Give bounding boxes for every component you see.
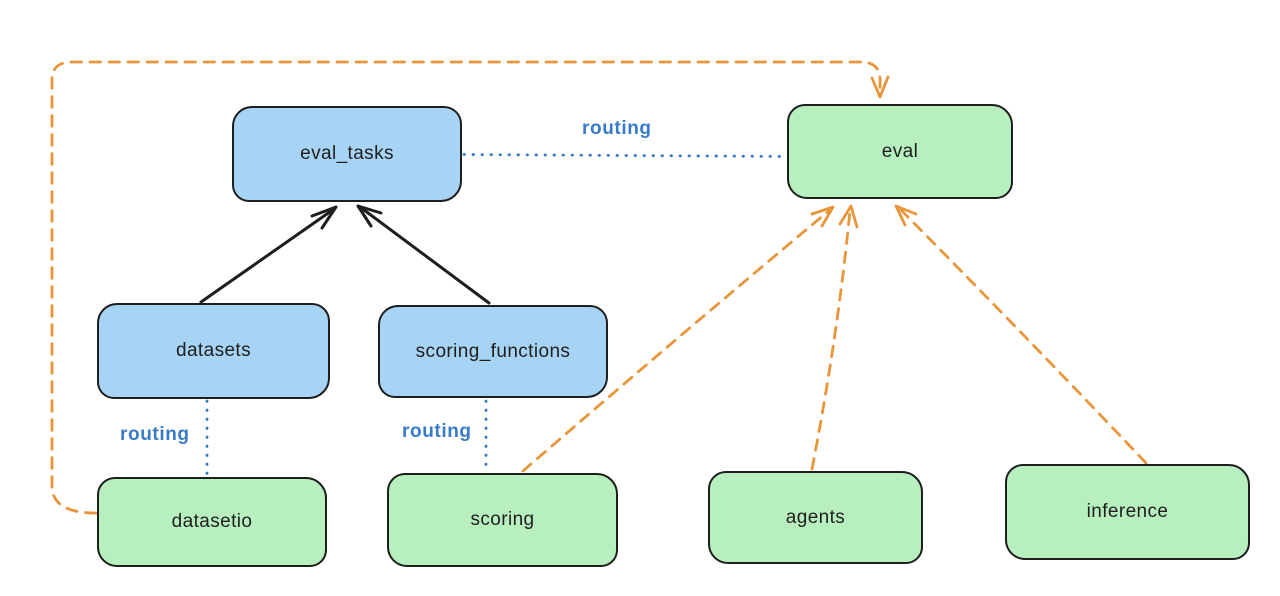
arrowhead-agents-to-eval (838, 204, 859, 229)
edge-label-routing-scoringfunctions-scoring: routing (402, 421, 472, 442)
node-inference: inference (1005, 464, 1250, 560)
arrowhead-inference-to-eval (894, 204, 918, 227)
node-agents-label: agents (785, 506, 846, 528)
node-agents: agents (708, 471, 923, 564)
arrowhead-scoringfunctions-to-evaltasks (356, 204, 383, 228)
node-eval: eval (787, 104, 1013, 199)
node-eval-tasks: eval_tasks (232, 106, 462, 202)
arrowhead-datasetio-to-eval (870, 75, 890, 99)
node-scoring-label: scoring (470, 509, 535, 530)
node-scoring-functions: scoring_functions (378, 305, 608, 398)
node-datasetio-label: datasetio (171, 511, 253, 532)
edge-label-routing-datasets-datasetio: routing (120, 424, 190, 445)
node-scoring-functions-label: scoring_functions (415, 340, 571, 362)
node-eval-tasks-label: eval_tasks (300, 143, 394, 164)
node-datasets: datasets (97, 303, 330, 399)
edge-agents-to-eval (810, 208, 852, 471)
node-inference-label: inference (1086, 501, 1169, 522)
edge-scoringfunctions-to-evaltasks (358, 205, 491, 305)
edge-datasets-to-evaltasks (199, 207, 336, 304)
edge-evaltasks-to-eval (462, 153, 788, 158)
edge-label-routing-evaltasks-eval: routing (582, 118, 652, 139)
arrowhead-scoring-to-eval (810, 205, 835, 228)
node-eval-label: eval (881, 140, 919, 162)
arrowhead-datasets-to-evaltasks (310, 205, 338, 230)
node-datasets-label: datasets (175, 340, 252, 361)
edge-inference-to-eval (897, 206, 1148, 465)
node-datasetio: datasetio (97, 477, 327, 567)
node-scoring: scoring (387, 473, 618, 567)
